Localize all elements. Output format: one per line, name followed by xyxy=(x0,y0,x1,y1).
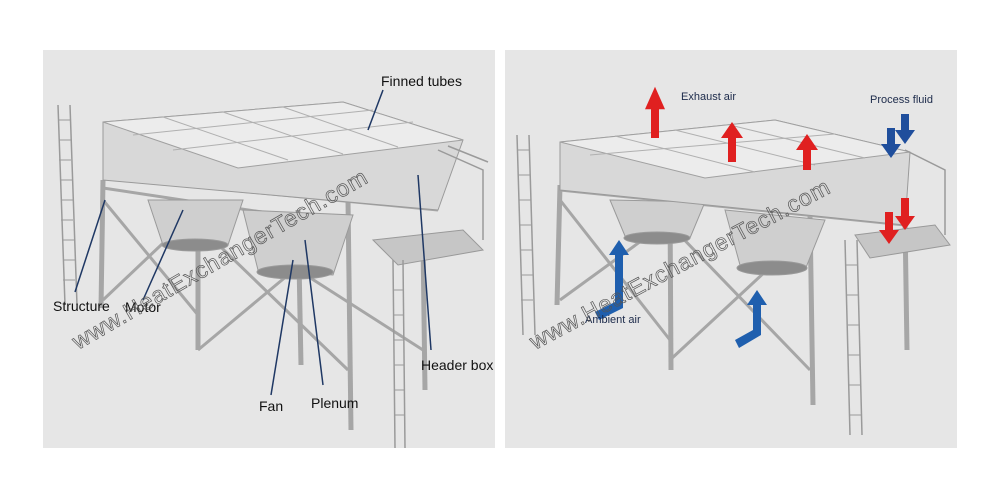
finned-tube-bundle xyxy=(102,101,464,211)
labeled-cooler-illustration: Finned tubes Structure Motor Header box … xyxy=(53,73,493,448)
ambient-air-arrows xyxy=(595,240,767,348)
plenum-hoods xyxy=(609,199,826,276)
process-fluid-label: Process fluid xyxy=(870,94,933,106)
access-ladder xyxy=(57,104,78,306)
process-fluid-arrows xyxy=(879,114,915,244)
labeled-cooler-diagram: Finned tubes Structure Motor Header box … xyxy=(43,50,495,448)
plenum-hoods xyxy=(147,199,354,280)
leader-lines xyxy=(74,89,432,396)
access-ladders xyxy=(516,134,863,436)
exhaust-air-label: Exhaust air xyxy=(681,91,736,103)
header-box-label: Header box xyxy=(421,357,493,373)
exhaust-air-arrows xyxy=(645,86,818,170)
walkway-platform xyxy=(854,149,951,259)
airflow-cooler-illustration: Exhaust air Process fluid Ambient air ww… xyxy=(516,86,951,436)
structure-label: Structure xyxy=(53,298,110,314)
plenum-label: Plenum xyxy=(311,395,358,411)
fan-label: Fan xyxy=(259,398,283,414)
ambient-air-label: Ambient air xyxy=(585,314,641,326)
finned-tubes-label: Finned tubes xyxy=(381,73,462,89)
motor-label: Motor xyxy=(125,299,161,315)
walkway-platform xyxy=(371,145,489,448)
airflow-cooler-diagram: Exhaust air Process fluid Ambient air ww… xyxy=(505,50,957,448)
